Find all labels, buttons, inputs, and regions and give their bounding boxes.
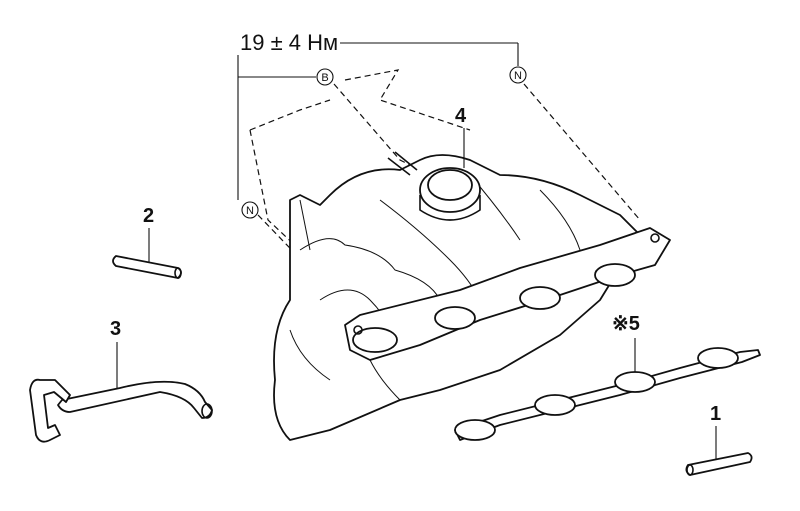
torque-label: 19 ± 4 Нм	[240, 30, 338, 55]
marker-n-top: N	[509, 66, 527, 84]
callout-part-2: 2	[143, 205, 154, 227]
torque-annotation: 19 ± 4 Нм	[237, 30, 519, 200]
marker-b: B	[316, 68, 334, 86]
sensor-port	[387, 151, 481, 221]
callout-part-3: 3	[110, 318, 121, 340]
pin-part-2: 2	[112, 205, 182, 279]
marker-n-left: N	[241, 201, 259, 219]
callout-part-1: 1	[710, 403, 721, 425]
svg-text:N: N	[246, 205, 254, 217]
svg-text:N: N	[514, 70, 522, 82]
pin-part-1: 1	[685, 403, 753, 476]
callout-part-5: ※5	[612, 313, 640, 335]
gasket-part-5: ※5	[454, 313, 761, 441]
callout-4-group: 4	[455, 105, 467, 168]
svg-text:B: B	[321, 72, 328, 84]
tube-part-3: 3	[29, 318, 213, 443]
manifold-flange	[344, 227, 671, 361]
callout-part-4: 4	[455, 105, 467, 127]
